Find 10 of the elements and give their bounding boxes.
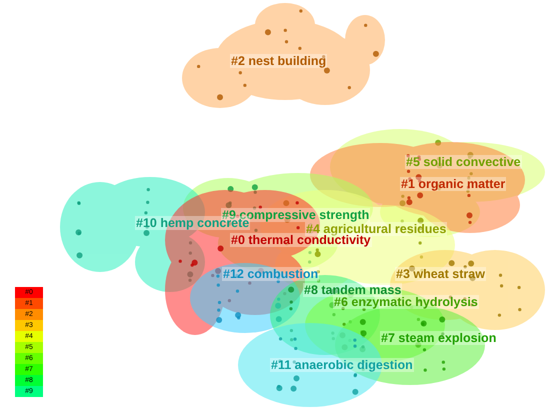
cluster-label: #3 wheat straw bbox=[395, 267, 486, 281]
cluster-label: #7 steam explosion bbox=[380, 331, 498, 345]
cluster-label: #5 solid convective bbox=[405, 155, 522, 169]
cluster-label: #11 anaerobic digestion bbox=[270, 358, 414, 372]
cluster-label: #1 organic matter bbox=[400, 177, 506, 191]
cluster-label: #12 combustion bbox=[222, 267, 320, 281]
cluster-label: #2 nest building bbox=[230, 54, 328, 68]
cluster-label: #8 tandem mass bbox=[303, 283, 402, 297]
cluster-label: #6 enzymatic hydrolysis bbox=[333, 295, 479, 309]
cluster-label: #4 agricultural residues bbox=[305, 222, 448, 236]
